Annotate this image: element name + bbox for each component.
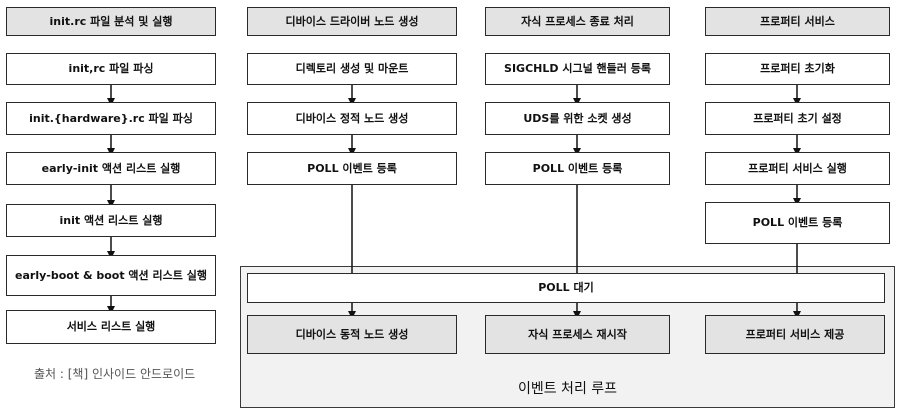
step-early-boot-boot-actions: early-boot & boot 액션 리스트 실행 — [6, 255, 216, 296]
step-poll-register-child: POLL 이벤트 등록 — [485, 152, 670, 185]
step-uds-socket: UDS를 위한 소켓 생성 — [485, 102, 670, 135]
step-property-initial-config: 프로퍼티 초기 설정 — [705, 102, 890, 135]
source-note: 출처 : [책] 인사이드 안드로이드 — [34, 367, 196, 381]
step-poll-register-property: POLL 이벤트 등록 — [705, 202, 890, 244]
step-service-list: 서비스 리스트 실행 — [6, 310, 216, 344]
step-init-actions: init 액션 리스트 실행 — [6, 204, 216, 237]
poll-wait: POLL 대기 — [247, 273, 885, 303]
step-sigchld-handler: SIGCHLD 시그널 핸들러 등록 — [485, 53, 670, 85]
result-child-restart: 자식 프로세스 재시작 — [485, 315, 670, 354]
step-property-service-run: 프로퍼티 서비스 실행 — [705, 152, 890, 185]
step-early-init-actions: early-init 액션 리스트 실행 — [6, 152, 216, 185]
result-property-service-provide: 프로퍼티 서비스 제공 — [705, 315, 885, 354]
step-init-rc-parse: init,rc 파일 파싱 — [6, 53, 216, 85]
step-mkdir-mount: 디렉토리 생성 및 마운트 — [247, 53, 457, 85]
event-loop-label: 이벤트 처리 루프 — [517, 381, 618, 397]
step-static-device-nodes: 디바이스 정적 노드 생성 — [247, 102, 457, 135]
header-init-rc: init.rc 파일 분석 및 실행 — [6, 7, 216, 36]
step-property-init: 프로퍼티 초기화 — [705, 53, 890, 85]
header-child-process: 자식 프로세스 종료 처리 — [485, 7, 670, 36]
header-property-service: 프로퍼티 서비스 — [705, 7, 890, 36]
step-poll-register-device: POLL 이벤트 등록 — [247, 152, 457, 185]
result-dynamic-device-node: 디바이스 동적 노드 생성 — [247, 315, 457, 354]
header-device-driver-node: 디바이스 드라이버 노드 생성 — [247, 7, 457, 36]
step-init-hardware-rc-parse: init.{hardware}.rc 파일 파싱 — [6, 102, 216, 135]
